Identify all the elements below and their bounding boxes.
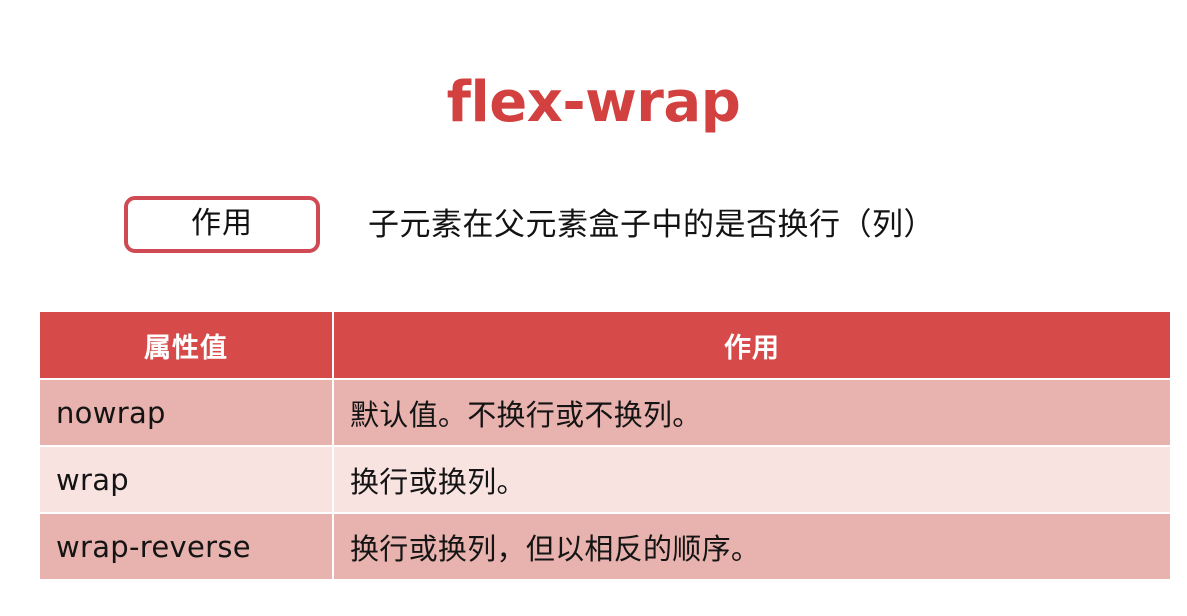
subtitle-row: 作用 子元素在父元素盒子中的是否换行（列） <box>0 193 1187 255</box>
table-row: wrap 换行或换列。 <box>40 447 1170 512</box>
cell-effect: 默认值。不换行或不换列。 <box>334 380 1170 445</box>
cell-effect: 换行或换列。 <box>334 447 1170 512</box>
column-header-property-value: 属性值 <box>40 312 332 378</box>
column-header-effect: 作用 <box>334 312 1170 378</box>
role-badge-label: 作用 <box>191 207 253 240</box>
role-description: 子元素在父元素盒子中的是否换行（列） <box>368 206 935 242</box>
page-title: flex-wrap <box>446 70 741 135</box>
cell-property-value: wrap <box>40 447 332 512</box>
table-row: nowrap 默认值。不换行或不换列。 <box>40 380 1170 445</box>
role-badge: 作用 <box>124 195 320 253</box>
cell-effect: 换行或换列，但以相反的顺序。 <box>334 514 1170 579</box>
cell-property-value: wrap-reverse <box>40 514 332 579</box>
flex-wrap-values-table: 属性值 作用 nowrap 默认值。不换行或不换列。 wrap 换行或换列。 w… <box>38 310 1172 581</box>
table-header-row: 属性值 作用 <box>40 312 1170 378</box>
table-row: wrap-reverse 换行或换列，但以相反的顺序。 <box>40 514 1170 579</box>
cell-property-value: nowrap <box>40 380 332 445</box>
